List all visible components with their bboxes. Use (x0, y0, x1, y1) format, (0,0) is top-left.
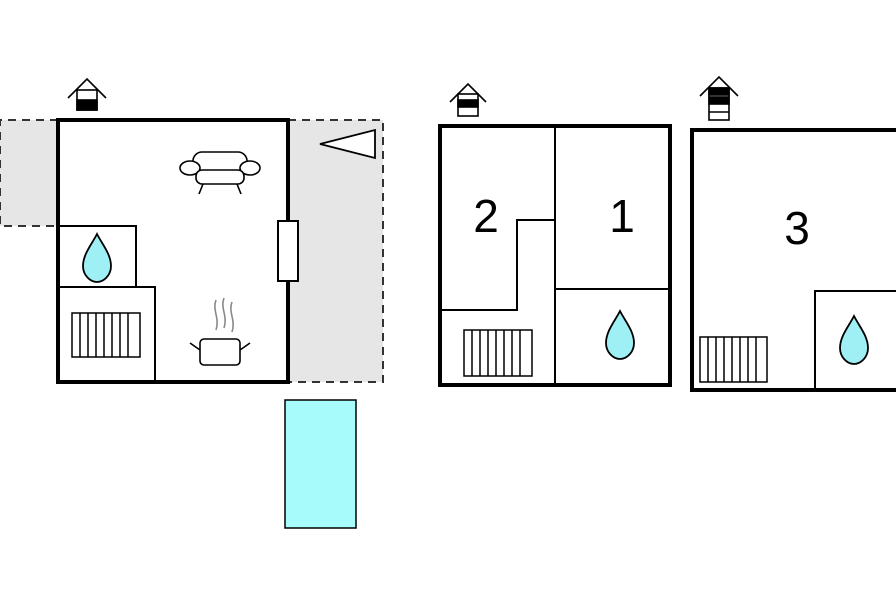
house-floor-0-icon (67, 77, 107, 111)
second-floor-plan: 3 (690, 75, 896, 392)
room-number-3: 3 (784, 202, 810, 254)
room-number-2: 2 (473, 190, 499, 242)
ground-bathroom-walls (58, 225, 137, 287)
water-drop-icon (82, 233, 112, 283)
second-bathroom-walls (814, 290, 896, 390)
triangle-pointer-icon (319, 128, 376, 160)
radiator-icon (71, 312, 141, 358)
swimming-pool (284, 399, 357, 529)
room-2-walls (440, 219, 555, 311)
sofa-icon (179, 151, 261, 195)
ground-floor-plan (0, 77, 384, 529)
terrace-left (0, 120, 58, 226)
terrace-right-outline (288, 119, 384, 383)
room-number-1: 1 (609, 190, 635, 242)
terrace-right (288, 120, 383, 382)
radiator-icon (699, 336, 768, 383)
terrace-left-outline (0, 119, 58, 227)
house-floor-1-icon (449, 82, 487, 117)
first-floor-plan: 2 1 (438, 82, 672, 387)
window (277, 220, 299, 282)
radiator-icon (463, 329, 533, 377)
cooking-pot-icon (189, 297, 251, 366)
house-floor-2-icon (699, 75, 739, 121)
water-drop-icon (839, 315, 869, 365)
ground-heater-room-walls (58, 286, 156, 382)
second-floor-walls (690, 128, 896, 392)
water-drop-icon (605, 310, 635, 360)
